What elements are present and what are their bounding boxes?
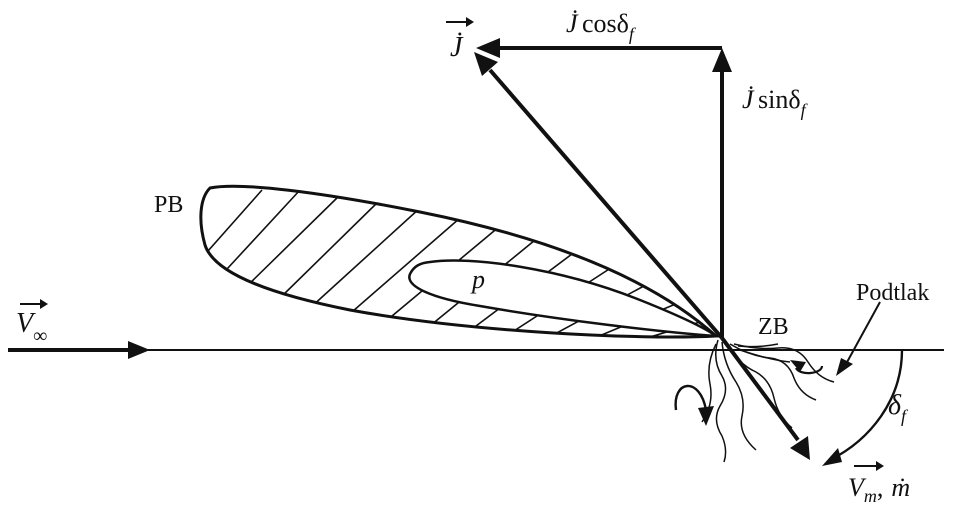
label-deflection-angle: δf	[888, 390, 909, 426]
label-thrust-vertical: J̇ sinδf	[742, 85, 809, 120]
svg-text:δf: δf	[888, 390, 909, 426]
thrust-horizontal-arrowhead	[476, 38, 500, 58]
suction-leader-line	[845, 301, 881, 365]
thrust-vertical-arrowhead	[712, 48, 732, 72]
deflection-arc	[829, 349, 904, 462]
deflection-arc-arrowhead	[822, 448, 842, 466]
label-jet-velocity: Vm,ṁ	[848, 461, 910, 506]
thrust-vector-line	[488, 68, 724, 340]
freestream-arrowhead	[128, 341, 150, 359]
label-thrust-vector: J̇	[446, 17, 474, 63]
svg-text:J̇: J̇	[742, 85, 755, 114]
svg-text:J̇: J̇	[566, 9, 579, 38]
suction-curl	[790, 360, 824, 375]
inner-plume-p	[408, 259, 721, 338]
svg-text:V∞: V∞	[16, 308, 47, 347]
label-suction: Podtlak	[856, 280, 929, 306]
suction-leader-arrowhead	[836, 358, 853, 376]
label-trailing-edge: ZB	[758, 314, 789, 340]
swirl-arrow	[674, 384, 714, 426]
svg-text:Vm,ṁ: Vm,ṁ	[848, 473, 910, 506]
svg-text:sinδf: sinδf	[758, 85, 809, 120]
label-pressure: p	[470, 265, 485, 294]
label-thrust-horizontal: J̇ cosδf	[566, 9, 637, 44]
label-freestream: V∞	[16, 299, 48, 347]
svg-text:J̇: J̇	[450, 32, 464, 63]
jet-velocity-arrowhead	[790, 436, 810, 460]
svg-text:cosδf: cosδf	[582, 9, 637, 44]
thrust-vector-arrowhead	[474, 52, 498, 76]
label-leading-edge: PB	[154, 192, 183, 218]
